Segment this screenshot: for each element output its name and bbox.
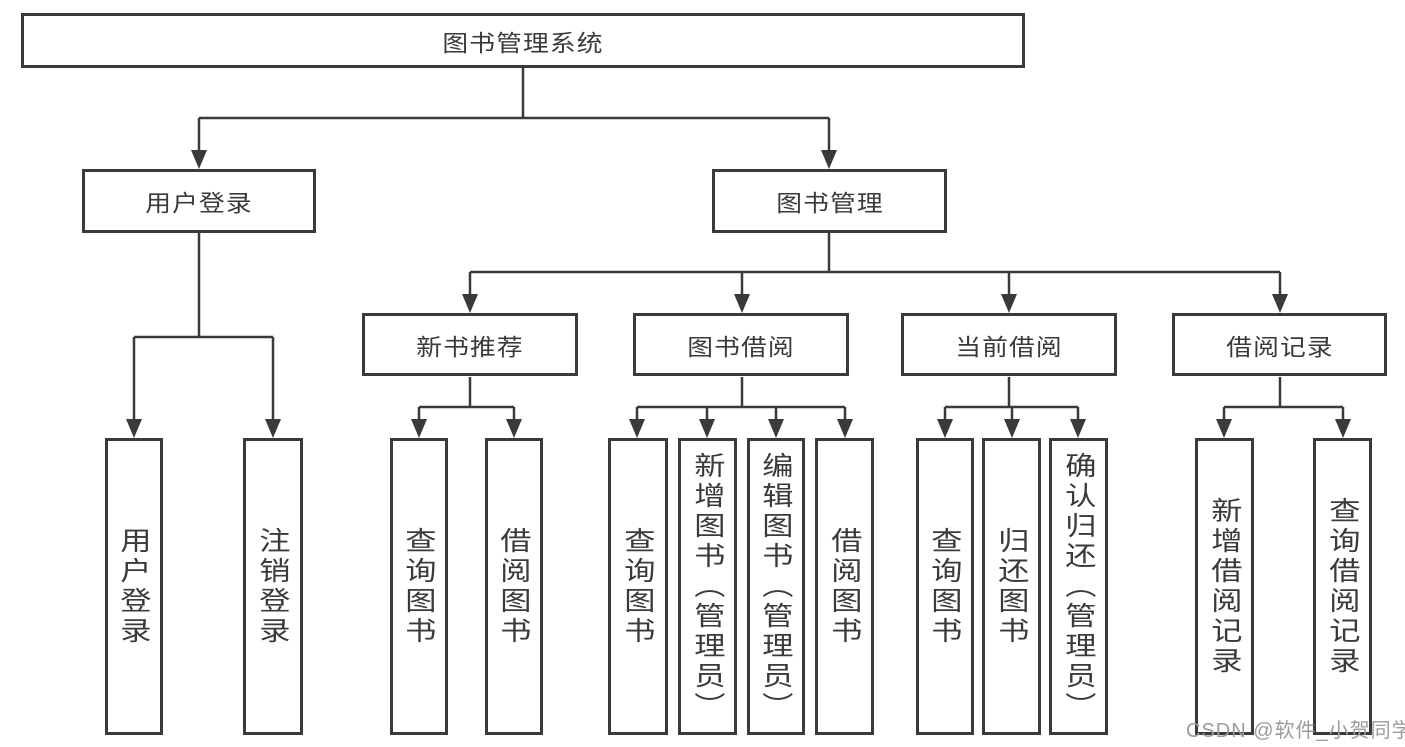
leaf-edit-book-admin: 编辑图书（管理员） <box>747 438 805 735</box>
leaf-label: 用户登录 <box>116 526 152 647</box>
leaf-label: 编辑图书（管理员） <box>758 451 794 722</box>
leaf-add-book-admin: 新增图书（管理员） <box>678 438 737 735</box>
node-label: 图书管理 <box>775 190 884 216</box>
node-label: 新书推荐 <box>416 333 524 360</box>
leaf-label: 新增借阅记录 <box>1206 496 1243 677</box>
leaf-borrow-books: 借阅图书 <box>485 438 543 735</box>
leaf-query-borrow-record: 查询借阅记录 <box>1313 438 1372 735</box>
node-book-management: 图书管理 <box>712 169 947 233</box>
leaf-add-borrow-record: 新增借阅记录 <box>1195 438 1254 735</box>
leaf-logout: 注销登录 <box>243 438 303 735</box>
leaf-query-books: 查询图书 <box>390 438 448 735</box>
leaf-label: 查询图书 <box>927 526 963 647</box>
csdn-watermark: CSDN @软件_小贺同学 <box>1186 720 1405 742</box>
leaf-label: 确认归还（管理员） <box>1060 451 1097 722</box>
node-book-borrow: 图书借阅 <box>633 313 849 376</box>
leaf-query-books: 查询图书 <box>608 438 668 735</box>
leaf-confirm-return-admin: 确认归还（管理员） <box>1049 438 1108 735</box>
leaf-label: 查询图书 <box>401 526 437 647</box>
leaf-borrow-books: 借阅图书 <box>815 438 874 735</box>
leaf-label: 借阅图书 <box>496 526 532 647</box>
leaf-query-books: 查询图书 <box>916 438 974 735</box>
node-user-login: 用户登录 <box>82 169 316 233</box>
leaf-label: 查询借阅记录 <box>1324 496 1361 677</box>
node-label: 借阅记录 <box>1225 333 1334 360</box>
leaf-label: 注销登录 <box>255 526 291 647</box>
node-label: 用户登录 <box>145 190 253 216</box>
leaf-return-book: 归还图书 <box>982 438 1041 735</box>
node-label: 当前借阅 <box>955 333 1063 360</box>
leaf-user-login: 用户登录 <box>105 438 163 735</box>
node-new-book-recommend: 新书推荐 <box>362 313 578 376</box>
leaf-label: 归还图书 <box>993 526 1030 647</box>
leaf-label: 新增图书（管理员） <box>689 451 726 722</box>
leaf-label: 查询图书 <box>620 526 656 647</box>
node-label: 图书借阅 <box>687 333 795 360</box>
node-library-management-system: 图书管理系统 <box>21 13 1025 68</box>
node-label: 图书管理系统 <box>442 29 604 56</box>
node-current-borrow: 当前借阅 <box>901 313 1117 376</box>
leaf-label: 借阅图书 <box>826 526 863 647</box>
node-borrow-record: 借阅记录 <box>1172 313 1387 376</box>
arrowhead-group <box>126 150 1351 438</box>
